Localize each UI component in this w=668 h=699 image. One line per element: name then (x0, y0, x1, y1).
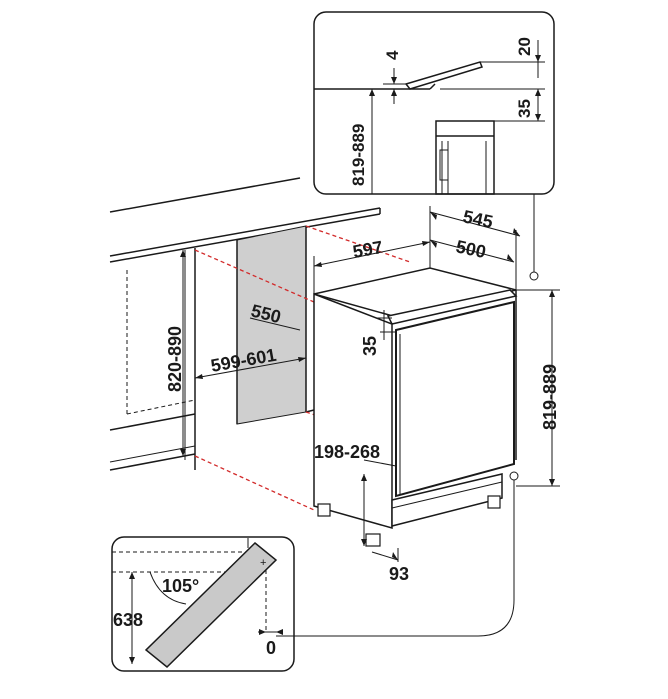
door-offset-label: 0 (266, 638, 276, 658)
svg-text:+: + (260, 557, 266, 569)
detail-connector-dot (529, 271, 539, 281)
door-swing-label: 638 (113, 610, 143, 630)
detail-height-label: 819-889 (349, 124, 368, 186)
appliance-foot-depth-label: 93 (389, 564, 409, 584)
niche-height-label: 820-890 (165, 326, 185, 392)
detail-lid-label: 20 (515, 37, 534, 56)
appliance-width-label: 597 (351, 237, 384, 262)
detail-gap-label: 4 (383, 50, 402, 60)
detail-door-box: + 105° 638 0 (111, 536, 295, 672)
appliance-depth-total-label: 545 (461, 206, 495, 232)
appliance-top-offset-label: 35 (360, 336, 380, 356)
appliance (313, 267, 518, 547)
door-angle-label: 105° (162, 576, 199, 596)
appliance-dimensions: 597 545 500 819-889 35 198-268 93 (276, 206, 560, 637)
appliance-plinth-height-label: 198-268 (314, 442, 380, 462)
cabinet-dimensions: 820-890 599-601 550 (165, 250, 307, 456)
appliance-depth-body-label: 500 (454, 236, 488, 262)
detail-recess-label: 35 (515, 99, 534, 118)
detail-top-box: 4 20 35 819-889 (313, 11, 555, 195)
appliance-height-label: 819-889 (540, 364, 560, 430)
